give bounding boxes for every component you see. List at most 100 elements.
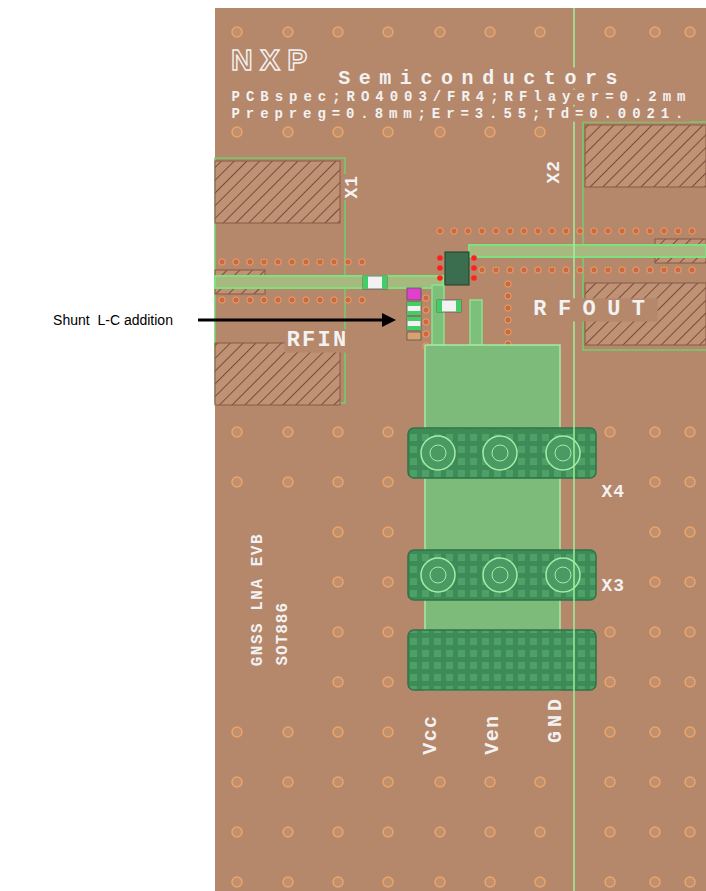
pin-header xyxy=(408,630,596,690)
via-hole xyxy=(383,427,393,437)
via-hole xyxy=(333,477,343,487)
ground-via xyxy=(303,297,309,303)
header-pin-hole xyxy=(492,445,508,461)
via-hole xyxy=(383,627,393,637)
header-pin xyxy=(546,436,580,470)
smd-terminal xyxy=(382,276,387,289)
ground-via xyxy=(479,228,485,234)
ground-via xyxy=(675,267,681,273)
via-hole xyxy=(650,627,660,637)
smd-component xyxy=(437,300,461,312)
ground-via xyxy=(521,228,527,234)
via-hole xyxy=(232,27,242,37)
via-hole xyxy=(333,727,343,737)
ground-via xyxy=(661,228,667,234)
ic-pad xyxy=(471,255,477,261)
ic-pad xyxy=(437,265,443,271)
ic-pad xyxy=(437,275,443,281)
via-hole xyxy=(685,727,695,737)
port-label: RFIN xyxy=(285,329,350,352)
via-hole xyxy=(685,677,695,687)
via-hole xyxy=(535,877,545,887)
ground-via xyxy=(633,228,639,234)
ground-via xyxy=(423,295,429,301)
via-hole xyxy=(605,677,615,687)
smd-component xyxy=(407,317,421,330)
smd-terminal xyxy=(407,311,421,315)
via-hole xyxy=(485,827,495,837)
via-hole xyxy=(685,527,695,537)
ground-via xyxy=(219,297,225,303)
ground-via xyxy=(505,281,511,287)
smd-component xyxy=(407,302,421,315)
arrow-head xyxy=(382,313,396,327)
via-hole xyxy=(650,527,660,537)
ground-via xyxy=(493,267,499,273)
via-hole xyxy=(283,27,293,37)
pin-name: GND xyxy=(545,694,566,746)
ground-via xyxy=(591,267,597,273)
via-hole xyxy=(685,27,695,37)
ic-pad xyxy=(471,275,477,281)
via-hole xyxy=(605,27,615,37)
via-hole xyxy=(685,627,695,637)
via-hole xyxy=(333,827,343,837)
via-hole xyxy=(605,827,615,837)
ground-via xyxy=(505,329,511,335)
connector-label: X3 xyxy=(600,577,626,596)
via-hole xyxy=(535,27,545,37)
ground-via xyxy=(233,259,239,265)
ground-via xyxy=(219,259,225,265)
smd-component xyxy=(407,332,421,340)
via-hole xyxy=(650,877,660,887)
ground-via xyxy=(317,259,323,265)
leader-line xyxy=(198,319,384,322)
ground-via xyxy=(521,267,527,273)
rf-output-trace xyxy=(469,245,706,257)
ground-via xyxy=(261,259,267,265)
ground-via xyxy=(261,297,267,303)
via-hole xyxy=(650,427,660,437)
via-hole xyxy=(650,27,660,37)
dc-trace xyxy=(432,285,444,347)
board-title: GNSS LNA EVB xyxy=(250,532,267,668)
pcb-artwork xyxy=(198,8,706,891)
smd-terminal xyxy=(456,300,461,312)
via-hole xyxy=(232,127,242,137)
ground-via xyxy=(465,228,471,234)
ground-via xyxy=(317,297,323,303)
ic-pad xyxy=(437,255,443,261)
via-hole xyxy=(333,877,343,887)
ground-via xyxy=(591,228,597,234)
via-hole xyxy=(383,877,393,887)
header-pin-hole xyxy=(492,567,508,583)
port-label: RFOUT xyxy=(527,298,658,321)
ground-via xyxy=(345,297,351,303)
via-hole xyxy=(383,827,393,837)
via-hole xyxy=(232,827,242,837)
ground-via xyxy=(505,317,511,323)
header-pin-hole xyxy=(430,445,446,461)
via-hole xyxy=(383,477,393,487)
pin-header xyxy=(408,550,596,600)
via-hole xyxy=(232,877,242,887)
via-hole xyxy=(383,577,393,587)
smd-terminal xyxy=(407,317,421,321)
ground-via xyxy=(275,259,281,265)
via-hole xyxy=(485,127,495,137)
via-hole xyxy=(685,577,695,587)
ground-via xyxy=(619,228,625,234)
pin-name: Ven xyxy=(482,714,503,757)
ground-via xyxy=(535,267,541,273)
ground-via xyxy=(289,259,295,265)
ground-via xyxy=(689,267,695,273)
via-hole xyxy=(383,727,393,737)
ground-via xyxy=(661,267,667,273)
via-hole xyxy=(685,477,695,487)
header-pin xyxy=(421,436,455,470)
via-hole xyxy=(333,427,343,437)
ground-via xyxy=(605,228,611,234)
ground-via xyxy=(247,259,253,265)
via-hole xyxy=(333,777,343,787)
